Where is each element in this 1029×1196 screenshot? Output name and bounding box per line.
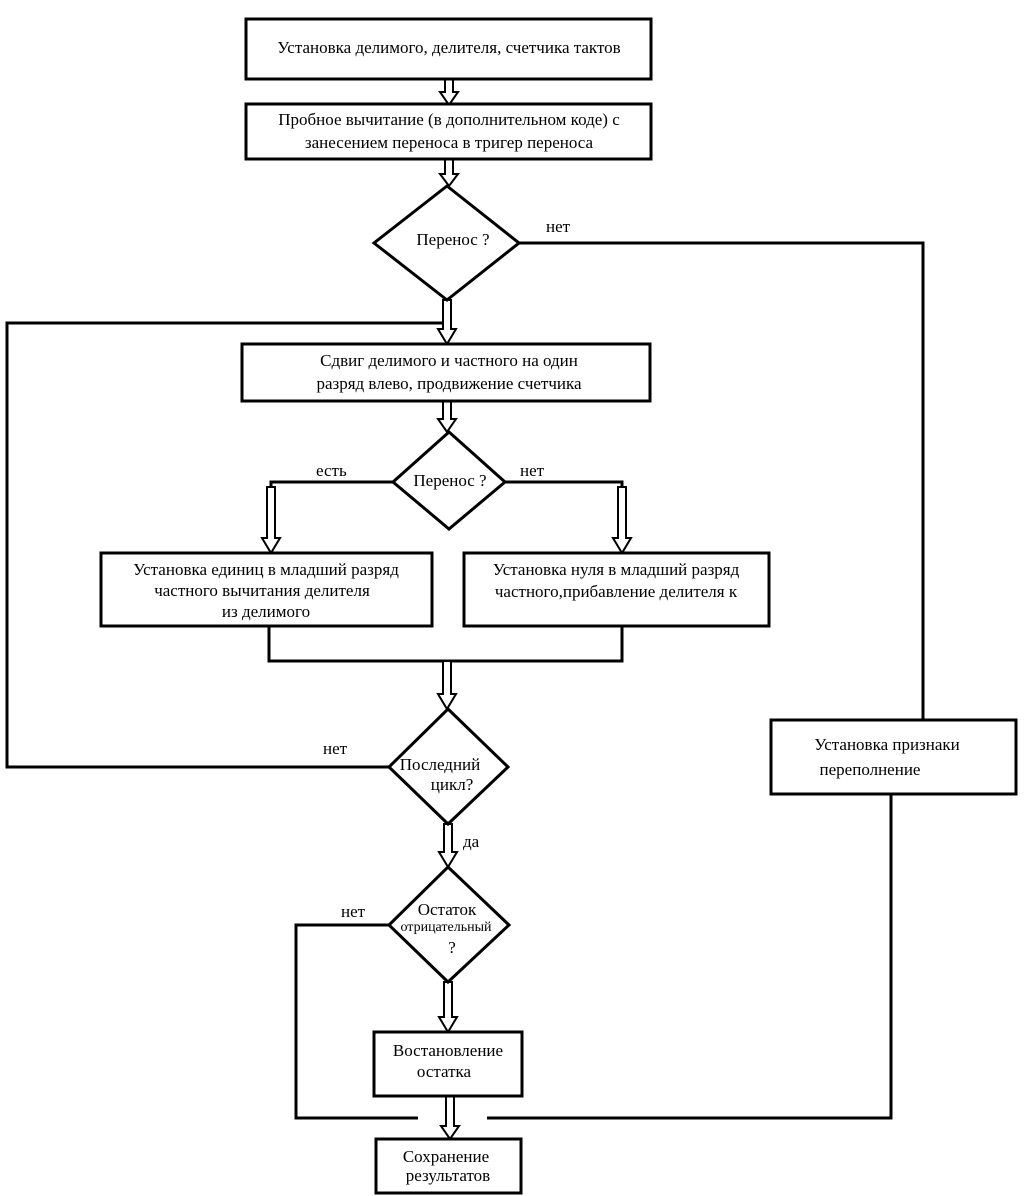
node-shift-text-1: Сдвиг делимого и частного на один: [320, 351, 578, 370]
label-carry2-no: нет: [520, 461, 545, 480]
node-restore-text-1: Востановление: [393, 1041, 503, 1060]
decision-remainder-negative: Остаток отрицательный ?: [386, 864, 512, 985]
label-carry1-no: нет: [546, 217, 571, 236]
node-trial-text-2: занесением переноса в тригер переноса: [305, 133, 594, 152]
connector-carry2-yes: [269, 480, 393, 520]
arrow-down-icon: [436, 400, 458, 434]
node-setup-text: Установка делимого, делителя, счетчика т…: [277, 38, 620, 57]
connector-overflow-save: [487, 794, 893, 1120]
connector-carry1-no: [519, 241, 925, 720]
label-rem-no: нет: [341, 902, 366, 921]
arrow-down-icon: [437, 823, 459, 869]
node-set-zero-text-1: Установка нуля в младший разряд: [493, 560, 740, 579]
label-last-no: нет: [323, 739, 348, 758]
node-set-one-text-1: Установка единиц в младший разряд: [133, 560, 399, 579]
decision-carry-1-text: Перенос ?: [416, 230, 489, 249]
node-shift: Сдвиг делимого и частного на один разряд…: [240, 342, 652, 403]
connector-rem-no: [294, 923, 418, 1120]
decision-carry-2-text: Перенос ?: [413, 471, 486, 490]
decision-remainder-text-2: отрицательный: [400, 920, 492, 935]
node-set-one-text-2: частного вычитания делителя: [154, 581, 370, 600]
node-set-one: Установка единиц в младший разряд частно…: [99, 551, 434, 628]
node-set-zero-text-2: частного,прибавление делителя к: [495, 582, 738, 601]
node-restore-text-2: остатка: [417, 1062, 472, 1081]
arrow-down-icon: [260, 486, 282, 555]
arrow-down-icon: [438, 78, 460, 107]
arrow-down-icon: [611, 486, 633, 555]
connector-merge: [267, 626, 624, 663]
node-save-text-2: результатов: [406, 1166, 490, 1185]
connector-loop-back: [5, 321, 447, 769]
node-trial-text-1: Пробное вычитание (в дополнительном коде…: [278, 110, 620, 129]
label-carry2-yes: есть: [316, 461, 347, 480]
arrow-down-icon: [439, 1095, 461, 1141]
arrow-down-icon: [436, 660, 458, 711]
connector-carry2-no: [505, 480, 624, 520]
node-set-one-text-3: из делимого: [222, 602, 310, 621]
decision-last-cycle-text-2: цикл?: [431, 775, 473, 794]
arrow-down-icon: [438, 158, 460, 188]
decision-remainder-text-3: ?: [448, 938, 456, 957]
node-save-text-1: Сохранение: [403, 1147, 489, 1166]
node-trial-subtraction: Пробное вычитание (в дополнительном коде…: [244, 102, 653, 161]
arrow-down-icon: [437, 981, 459, 1034]
node-overflow-text-1: Установка признаки: [814, 735, 960, 754]
label-last-yes: да: [463, 832, 480, 851]
node-shift-text-2: разряд влево, продвижение счетчика: [316, 374, 582, 393]
node-setup: Установка делимого, делителя, счетчика т…: [244, 17, 653, 81]
node-overflow-flag: Установка признаки переполнение: [769, 718, 1018, 796]
decision-last-cycle-text-1: Последний: [400, 755, 481, 774]
flow-arrows: [260, 78, 633, 1141]
node-overflow-text-2: переполнение: [820, 760, 921, 779]
node-save-results: Сохранение результатов: [374, 1137, 523, 1195]
decision-carry-2: Перенос ?: [390, 429, 508, 531]
decision-carry-1: Перенос ?: [371, 184, 522, 302]
node-restore-remainder: Востановление остатка: [372, 1030, 524, 1098]
node-set-zero: Установка нуля в младший разряд частного…: [462, 551, 771, 628]
edge-labels: нет есть нет нет да нет: [316, 217, 571, 921]
arrow-down-icon: [436, 299, 458, 346]
decision-last-cycle: Последний цикл?: [386, 706, 511, 827]
decision-remainder-text-1: Остаток: [418, 900, 477, 919]
